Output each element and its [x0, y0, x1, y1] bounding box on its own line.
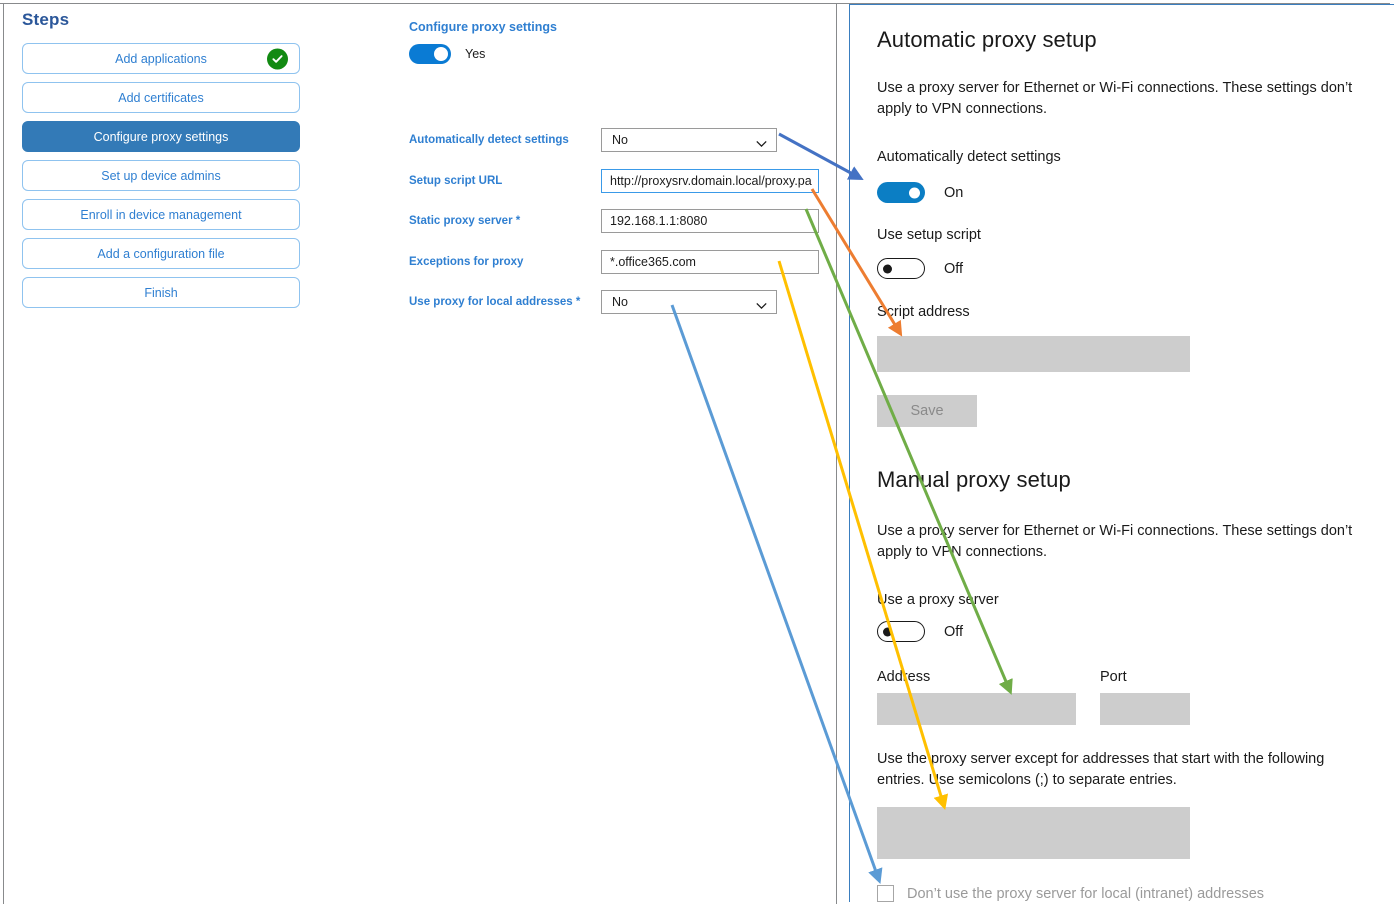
use-setup-script-toggle[interactable]: [877, 258, 925, 279]
configure-proxy-toggle[interactable]: [409, 44, 451, 64]
step-item-finish[interactable]: Finish: [22, 277, 300, 308]
step-item-set-up-device-admins[interactable]: Set up device admins: [22, 160, 300, 191]
use-setup-script-state: Off: [944, 260, 964, 277]
configure-proxy-toggle-row: Yes: [409, 44, 485, 64]
step-label: Configure proxy settings: [93, 129, 229, 144]
manual-proxy-setup-heading: Manual proxy setup: [877, 467, 1071, 492]
local-addresses-checkbox[interactable]: [877, 885, 894, 902]
script-address-label: Script address: [877, 304, 970, 320]
select-value: No: [612, 133, 628, 147]
automatic-proxy-setup-heading: Automatic proxy setup: [877, 27, 1097, 52]
toggle-knob: [883, 627, 892, 636]
toggle-knob: [434, 47, 448, 61]
field-label: Static proxy server *: [409, 215, 521, 227]
select-value: No: [612, 295, 628, 309]
port-label: Port: [1100, 669, 1127, 685]
exceptions-for-proxy-input[interactable]: *.office365.com: [601, 250, 819, 274]
static-proxy-server-input[interactable]: 192.168.1.1:8080: [601, 209, 819, 233]
use-a-proxy-server-toggle-row: Off: [877, 621, 963, 642]
automatically-detect-settings-label: Automatically detect settings: [877, 149, 1061, 165]
address-input[interactable]: [877, 693, 1076, 725]
field-label: Exceptions for proxy: [409, 256, 524, 268]
automatically-detect-settings-select[interactable]: No: [601, 128, 777, 152]
step-label: Add applications: [115, 51, 207, 66]
step-label: Finish: [144, 285, 178, 300]
input-value: http://proxysrv.domain.local/proxy.pa: [610, 174, 812, 188]
use-a-proxy-server-toggle[interactable]: [877, 621, 925, 642]
automatic-proxy-description: Use a proxy server for Ethernet or Wi-Fi…: [877, 80, 1353, 117]
required-asterisk: *: [572, 296, 581, 308]
step-item-enroll-in-device-management[interactable]: Enroll in device management: [22, 199, 300, 230]
address-label: Address: [877, 669, 931, 685]
step-label: Add certificates: [118, 90, 204, 105]
windows-proxy-settings-panel: Automatic proxy setup Use a proxy server…: [849, 4, 1394, 902]
use-proxy-for-local-addresses-select[interactable]: No: [601, 290, 777, 314]
step-item-add-a-configuration-file[interactable]: Add a configuration file: [22, 238, 300, 269]
exceptions-input[interactable]: [877, 807, 1190, 859]
window-top-border: [0, 3, 1390, 4]
script-address-input[interactable]: [877, 336, 1190, 372]
required-asterisk: *: [512, 215, 521, 227]
panel-divider: [836, 3, 837, 904]
step-item-add-certificates[interactable]: Add certificates: [22, 82, 300, 113]
arrow-local-addresses: [670, 304, 883, 884]
local-addresses-checkbox-label: Don’t use the proxy server for local (in…: [907, 885, 1265, 902]
step-item-configure-proxy-settings[interactable]: Configure proxy settings: [22, 121, 300, 152]
use-a-proxy-server-label: Use a proxy server: [877, 592, 999, 608]
port-input[interactable]: [1100, 693, 1190, 725]
toggle-knob: [909, 187, 920, 198]
window-left-border: [3, 3, 4, 904]
automatically-detect-settings-toggle[interactable]: [877, 182, 925, 203]
check-circle-icon: [267, 48, 288, 69]
field-label: Setup script URL: [409, 175, 503, 187]
setup-script-url-input[interactable]: http://proxysrv.domain.local/proxy.pa: [601, 169, 819, 193]
automatically-detect-settings-toggle-row: On: [877, 182, 963, 203]
input-value: *.office365.com: [610, 255, 696, 269]
step-label: Add a configuration file: [97, 246, 225, 261]
save-button[interactable]: Save: [877, 395, 977, 427]
manual-proxy-description: Use a proxy server for Ethernet or Wi-Fi…: [877, 523, 1353, 560]
exceptions-description: Use the proxy server except for addresse…: [877, 751, 1325, 788]
steps-panel-title: Steps: [22, 10, 70, 29]
steps-list: Add applications Add certificates Config…: [22, 43, 300, 316]
configure-proxy-toggle-label: Yes: [465, 47, 486, 61]
chevron-down-icon: [756, 137, 767, 147]
local-addresses-checkbox-row[interactable]: Don’t use the proxy server for local (in…: [877, 885, 1264, 902]
form-heading: Configure proxy settings: [409, 20, 557, 34]
chevron-down-icon: [756, 299, 767, 309]
step-label: Set up device admins: [101, 168, 221, 183]
field-label: Use proxy for local addresses *: [409, 296, 581, 308]
input-value: 192.168.1.1:8080: [610, 214, 708, 228]
step-item-add-applications[interactable]: Add applications: [22, 43, 300, 74]
step-label: Enroll in device management: [80, 207, 242, 222]
automatically-detect-settings-state: On: [944, 184, 964, 201]
toggle-knob: [883, 264, 892, 273]
field-label: Automatically detect settings: [409, 134, 569, 146]
use-setup-script-toggle-row: Off: [877, 258, 963, 279]
use-a-proxy-server-state: Off: [944, 623, 964, 640]
use-setup-script-label: Use setup script: [877, 227, 981, 243]
